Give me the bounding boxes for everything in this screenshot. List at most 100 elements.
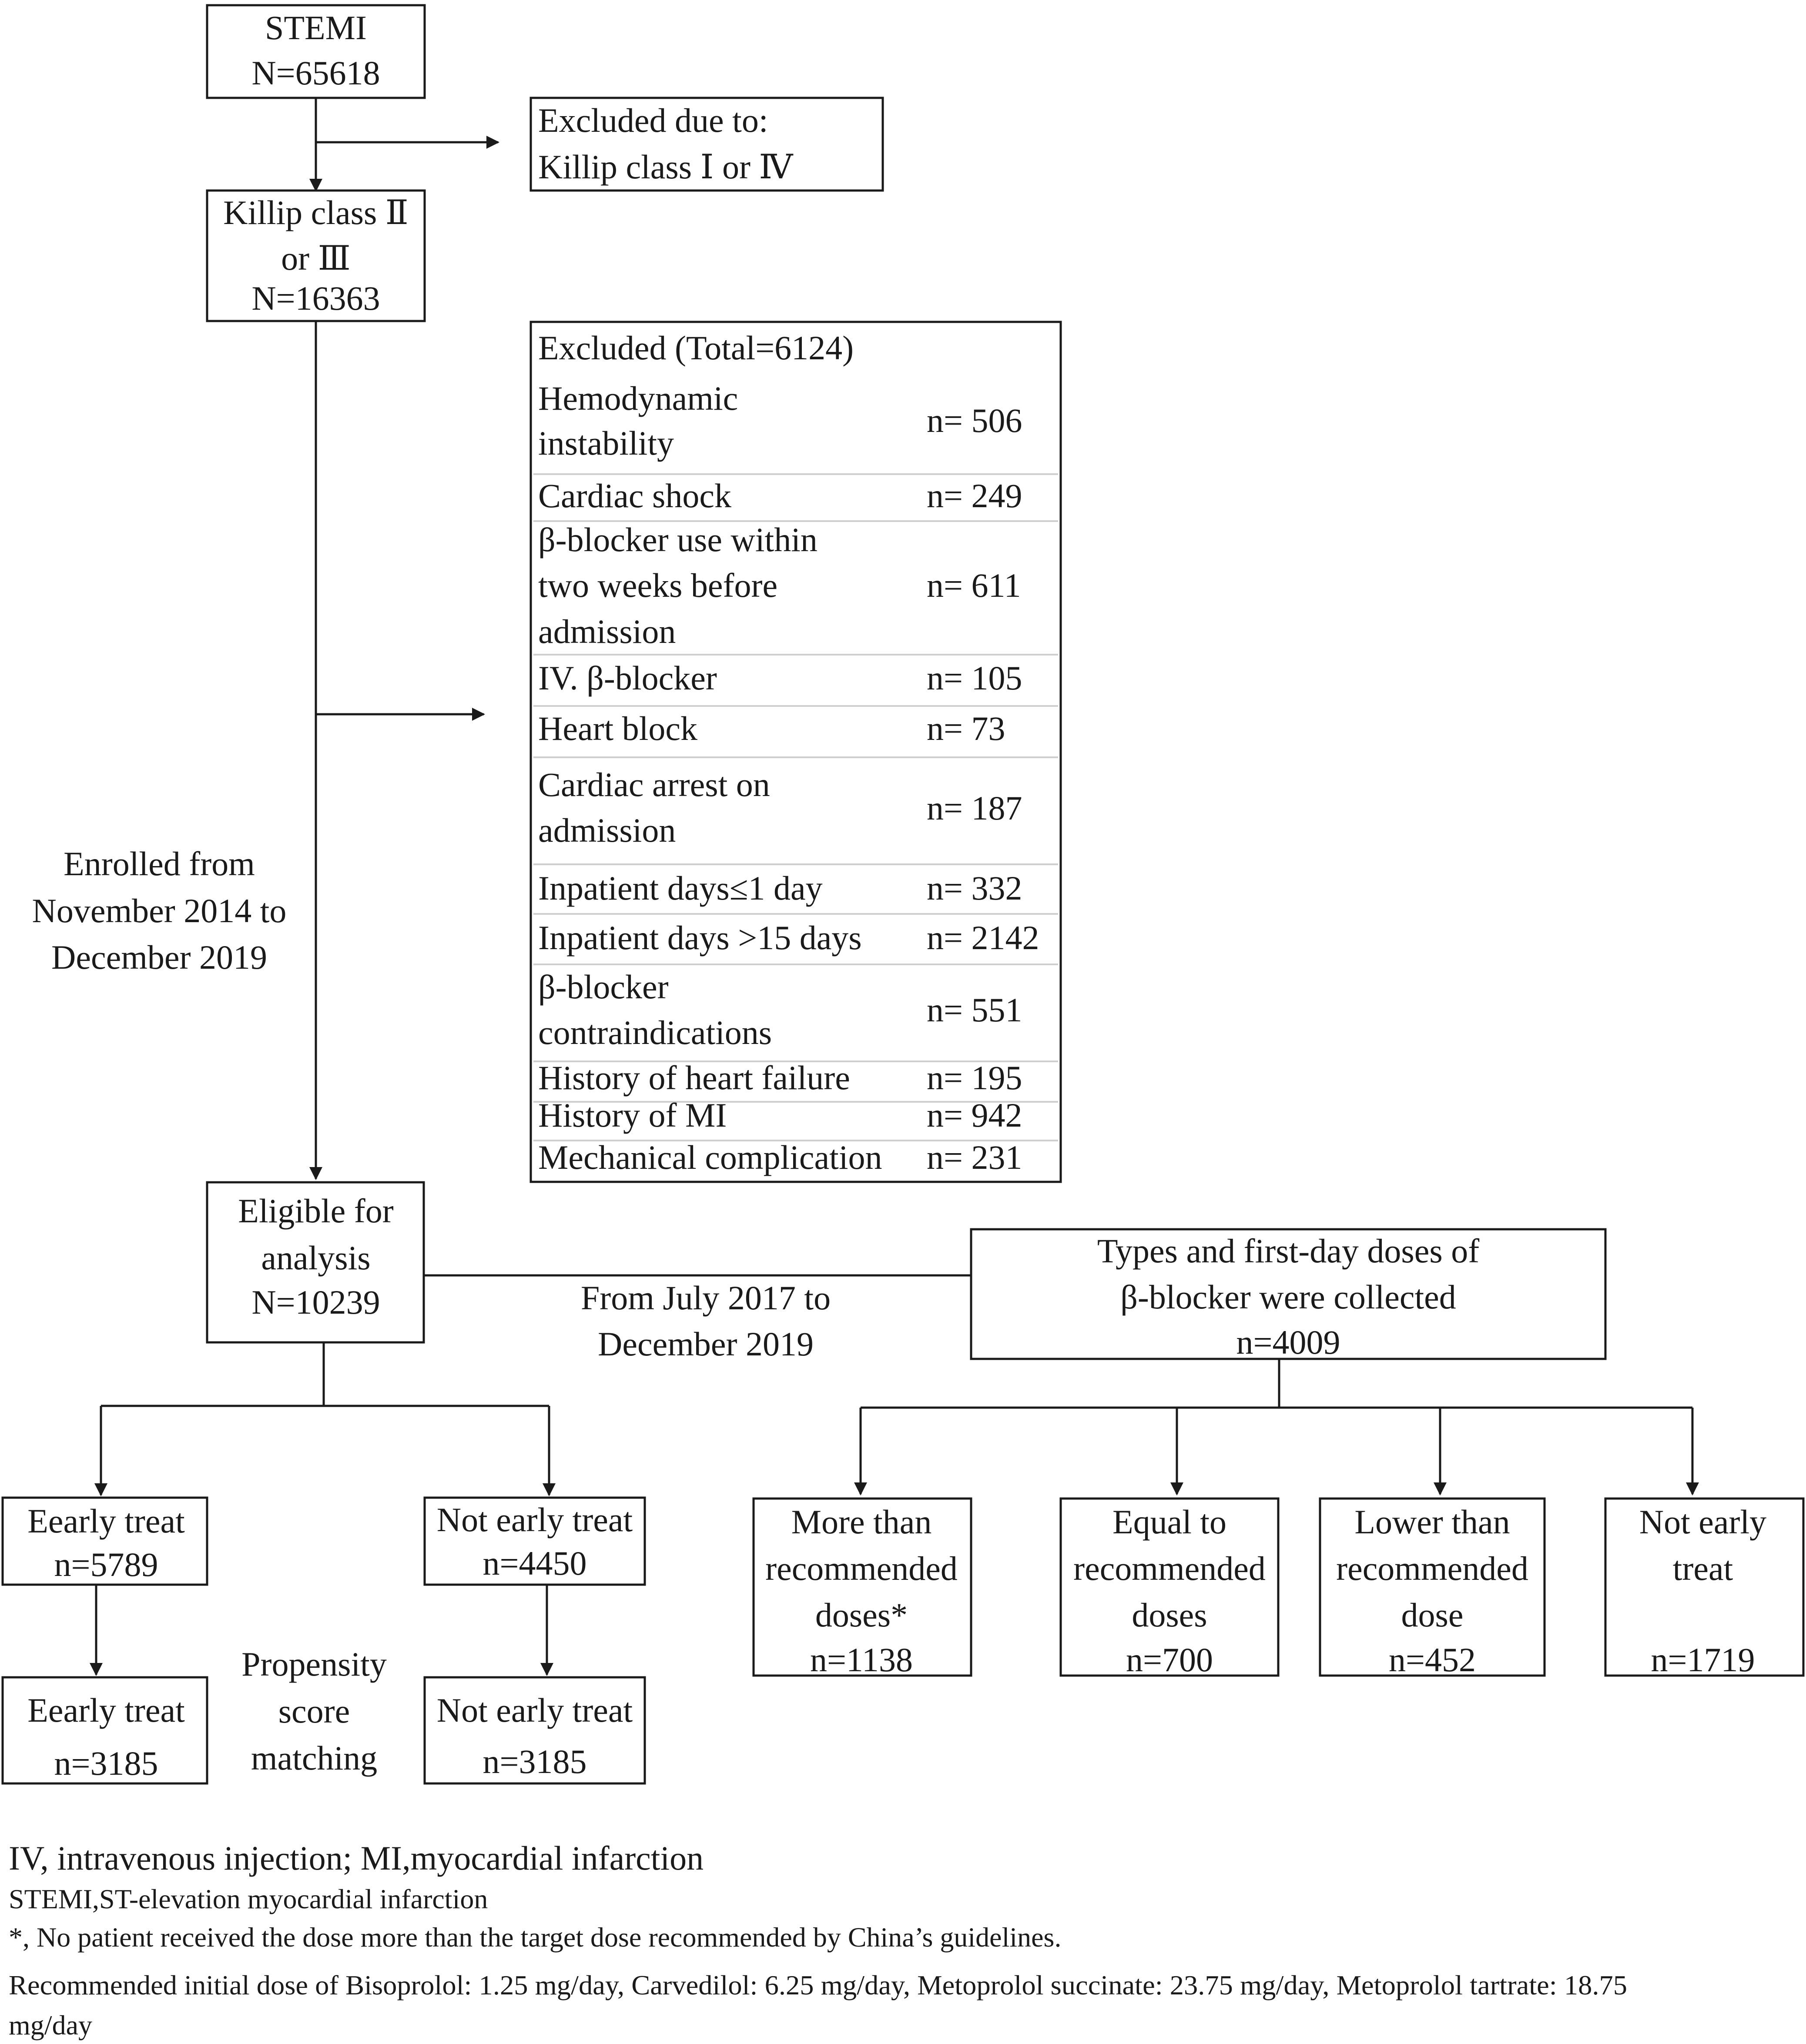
excluded-reason-label: Heart block	[538, 709, 697, 747]
equal-to-line-2: recommended	[1073, 1549, 1266, 1587]
not-early-count: n=1719	[1651, 1641, 1755, 1679]
not-early-dose-box: Not early treat n=1719	[1604, 1497, 1805, 1679]
excluded-reason-label: IV. β-blocker	[538, 659, 717, 697]
early-treat-box: Eearly treat n=5789	[1, 1496, 208, 1586]
excluded-killip-reason: Killip class Ⅰ or Ⅳ	[538, 148, 794, 186]
excluded-reason-count: n= 611	[927, 566, 1021, 604]
excluded-reason-count: n= 187	[927, 789, 1022, 827]
excluded-reason-count: n= 73	[927, 709, 1005, 747]
excluded-reason-label: Inpatient days >15 days	[538, 919, 862, 957]
stemi-label: STEMI	[265, 9, 367, 47]
enrolled-line-3: December 2019	[51, 938, 267, 976]
excluded-reason-count: n= 231	[927, 1138, 1022, 1176]
period-note: From July 2017 to December 2019	[581, 1279, 831, 1363]
excluded-reason-label: β-blocker use within	[538, 521, 818, 559]
more-than-box: More than recommended doses* n=1138	[752, 1497, 972, 1679]
excluded-reason-count: n= 506	[927, 401, 1022, 439]
lower-than-line-1: Lower than	[1354, 1503, 1510, 1541]
not-early-treat-box: Not early treat n=4450	[423, 1496, 646, 1586]
excluded-reason-label: instability	[538, 424, 674, 462]
not-early-line-2: treat	[1673, 1549, 1733, 1587]
equal-to-count: n=700	[1126, 1641, 1213, 1679]
enrolled-note: Enrolled from November 2014 to December …	[32, 845, 287, 976]
psm-line-1: Propensity	[241, 1645, 387, 1683]
excluded-total-title: Excluded (Total=6124)	[538, 329, 854, 367]
excluded-reason-label: Cardiac arrest on	[538, 766, 770, 803]
eligible-count: N=10239	[251, 1283, 380, 1321]
excluded-reason-count: n= 249	[927, 477, 1022, 515]
types-box: Types and first-day doses of β-blocker w…	[970, 1228, 1607, 1361]
period-line-2: December 2019	[598, 1325, 814, 1363]
excluded-reason-label: Cardiac shock	[538, 477, 731, 515]
types-line-2: β-blocker were collected	[1120, 1278, 1456, 1316]
excluded-reason-count: n= 942	[927, 1096, 1022, 1134]
lower-than-box: Lower than recommended dose n=452	[1319, 1497, 1546, 1679]
not-early-matched-label: Not early treat	[437, 1691, 633, 1729]
not-early-line-1: Not early	[1639, 1503, 1766, 1541]
excluded-total-box: Excluded (Total=6124) Hemodynamic instabi…	[529, 321, 1062, 1183]
eligible-box: Eligible for analysis N=10239	[206, 1181, 425, 1344]
stemi-box: STEMI N=65618	[206, 4, 426, 99]
excluded-reason-label: admission	[538, 612, 676, 650]
excluded-reason-label: Mechanical complication	[538, 1138, 882, 1176]
early-treat-label: Eearly treat	[27, 1502, 185, 1540]
more-than-line-1: More than	[791, 1503, 932, 1541]
excluded-reason-count: n= 195	[927, 1059, 1022, 1097]
footnote-star: *, No patient received the dose more tha…	[9, 1922, 1061, 1953]
connectors	[90, 98, 1699, 1676]
killip-label-1: Killip class Ⅱ	[223, 194, 409, 231]
eligible-label-1: Eligible for	[238, 1192, 393, 1230]
psm-line-3: matching	[251, 1739, 377, 1777]
excluded-reason-label: Hemodynamic	[538, 379, 738, 417]
lower-than-line-2: recommended	[1336, 1549, 1528, 1587]
not-early-matched-count: n=3185	[483, 1743, 587, 1780]
excluded-killip-box: Excluded due to: Killip class Ⅰ or Ⅳ	[529, 97, 884, 192]
footnote-abbr-1: IV, intravenous injection; MI,myocardial…	[9, 1839, 704, 1877]
excluded-reason-count: n= 2142	[927, 919, 1039, 957]
excluded-reason-label: β-blocker	[538, 968, 669, 1006]
killip-box: Killip class Ⅱ or Ⅲ N=16363	[206, 189, 426, 322]
lower-than-line-3: dose	[1401, 1596, 1464, 1634]
enrolled-line-1: Enrolled from	[64, 845, 255, 883]
excluded-reason-count: n= 332	[927, 869, 1022, 907]
early-matched-count: n=3185	[54, 1744, 158, 1782]
stemi-count: N=65618	[251, 54, 380, 92]
killip-count: N=16363	[251, 279, 380, 317]
footnote-dose-1: Recommended initial dose of Bisoprolol: …	[9, 1970, 1627, 2001]
enrolled-line-2: November 2014 to	[32, 892, 287, 930]
footnotes: IV, intravenous injection; MI,myocardial…	[9, 1839, 1627, 2041]
types-line-1: Types and first-day doses of	[1097, 1232, 1479, 1270]
period-line-1: From July 2017 to	[581, 1279, 831, 1317]
lower-than-count: n=452	[1389, 1641, 1476, 1679]
footnote-dose-2: mg/day	[9, 2010, 92, 2041]
excluded-reason-count: n= 551	[927, 991, 1022, 1029]
more-than-line-2: recommended	[765, 1549, 958, 1587]
more-than-count: n=1138	[810, 1641, 913, 1679]
excluded-killip-heading: Excluded due to:	[538, 101, 768, 139]
psm-note: Propensity score matching	[241, 1645, 387, 1777]
not-early-treat-label: Not early treat	[437, 1501, 633, 1539]
excluded-reason-label: contraindications	[538, 1014, 772, 1051]
equal-to-line-1: Equal to	[1112, 1503, 1226, 1541]
footnote-abbr-2: STEMI,ST-elevation myocardial infarction	[9, 1883, 488, 1914]
equal-to-box: Equal to recommended doses n=700	[1059, 1497, 1280, 1679]
early-treat-count: n=5789	[54, 1546, 158, 1583]
excluded-reason-label: Inpatient days≤1 day	[538, 869, 823, 907]
psm-line-2: score	[278, 1692, 350, 1730]
more-than-line-3: doses*	[815, 1596, 908, 1634]
excluded-reason-label: History of MI	[538, 1096, 727, 1134]
early-matched-box: Eearly treat n=3185	[1, 1676, 208, 1785]
excluded-reason-label: History of heart failure	[538, 1059, 850, 1097]
killip-label-2: or Ⅲ	[281, 239, 351, 277]
not-early-matched-box: Not early treat n=3185	[423, 1676, 646, 1785]
equal-to-line-3: doses	[1132, 1596, 1207, 1634]
not-early-treat-count: n=4450	[483, 1544, 587, 1582]
types-count: n=4009	[1236, 1323, 1340, 1361]
eligible-label-2: analysis	[261, 1239, 370, 1277]
excluded-reason-count: n= 105	[927, 659, 1022, 697]
early-matched-label: Eearly treat	[27, 1691, 185, 1729]
excluded-reason-label: admission	[538, 811, 676, 849]
excluded-reason-label: two weeks before	[538, 566, 777, 604]
